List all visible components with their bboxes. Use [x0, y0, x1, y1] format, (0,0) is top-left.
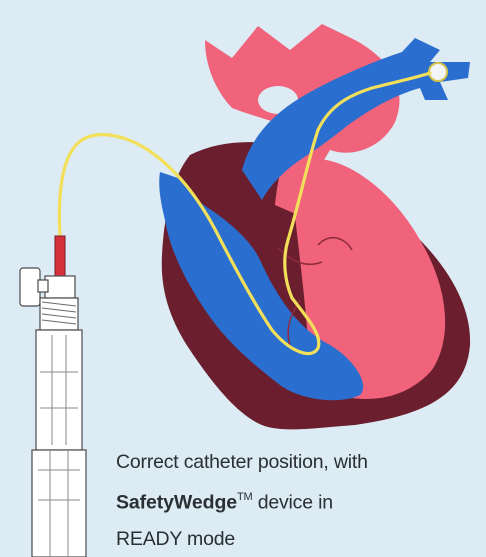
device-lower-housing: [32, 450, 86, 557]
device-red-tip: [55, 236, 65, 276]
device-stopcock-body: [45, 276, 75, 298]
caption-line-2-rest: device in: [252, 492, 332, 514]
trademark-symbol: TM: [237, 491, 252, 503]
device-barrel: [36, 330, 82, 450]
brand-name: SafetyWedge: [116, 492, 237, 514]
caption-line-3: READY mode: [116, 521, 476, 557]
device-stopcock-arm: [38, 280, 48, 292]
device-stopcock-lever: [20, 268, 40, 306]
caption-line-1: Correct catheter position, with: [116, 444, 476, 480]
wedge-balloon: [429, 63, 447, 81]
figure-caption: Correct catheter position, with SafetyWe…: [116, 444, 476, 557]
caption-line-2: SafetyWedgeTM device in: [116, 480, 476, 521]
